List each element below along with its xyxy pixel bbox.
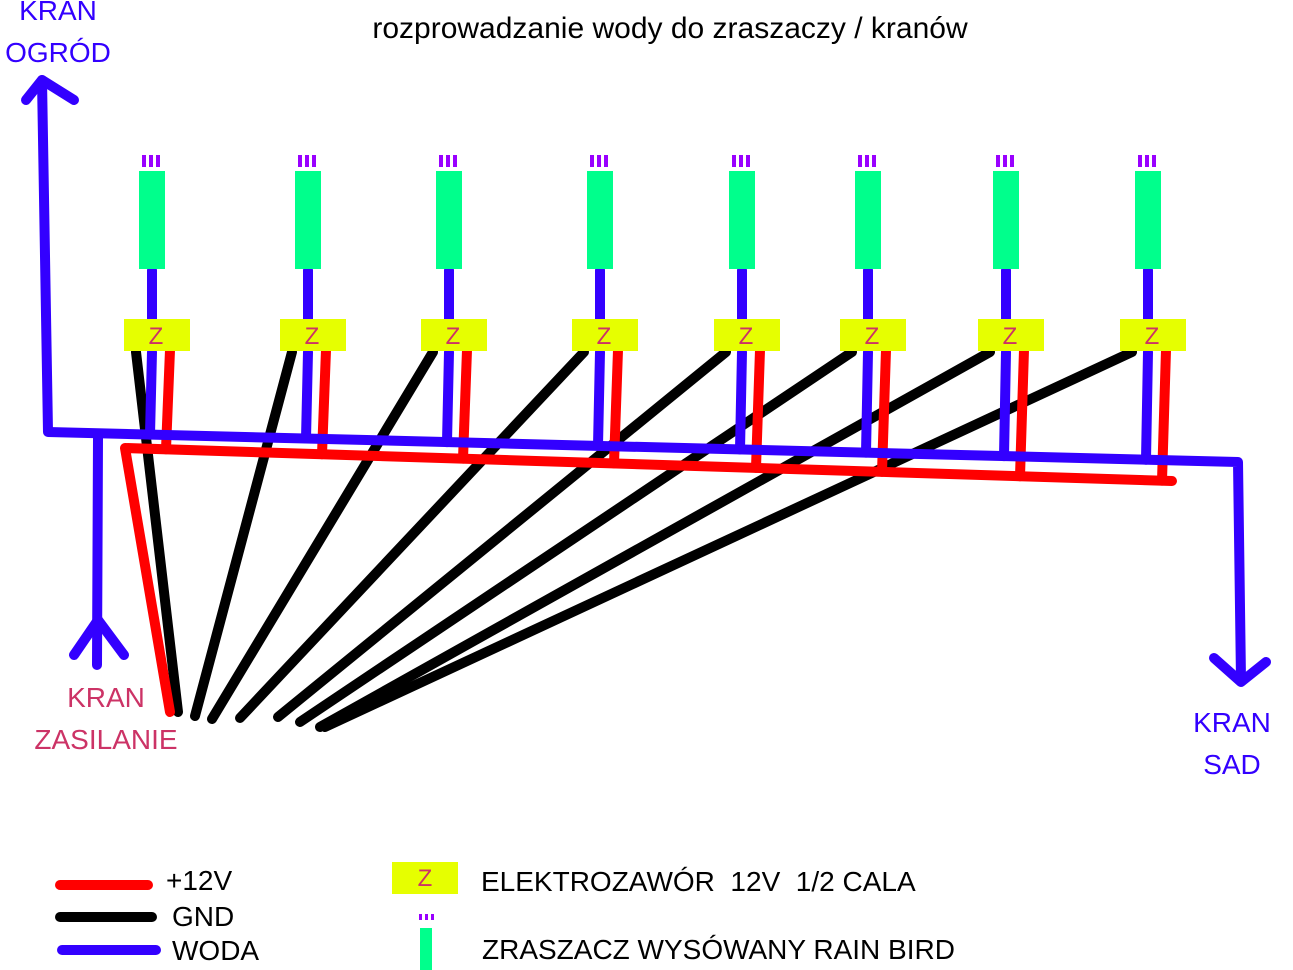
sprinkler-5 [729, 171, 755, 269]
legend-nozzle-swatch-3 [431, 914, 434, 920]
water-drop-8 [1141, 347, 1153, 465]
kran-sad-label-line1: KRAN [1193, 707, 1271, 738]
valve-letter-5: Z [739, 323, 754, 350]
sprinkler-nozzle-1-3 [156, 155, 160, 167]
sprinkler-nozzle-5-2 [739, 155, 743, 167]
valve-2 [280, 319, 346, 351]
valve-letter-2: Z [305, 323, 320, 350]
water-drop-1 [145, 347, 157, 440]
water-feed-line [92, 433, 103, 670]
water-drop-3 [442, 347, 454, 448]
legend-sprinkler-label: ZRASZACZ WYSÓWANY RAIN BIRD [482, 934, 955, 965]
power-bus [120, 443, 1177, 717]
sprinkler-nozzle-7-2 [1003, 155, 1007, 167]
gnd-wire-2 [190, 347, 297, 721]
water-drop-7 [999, 347, 1011, 462]
valve-letter-3: Z [446, 323, 461, 350]
gnd-wire-5 [273, 347, 731, 722]
valve-6 [840, 319, 906, 351]
gnd-wire-1 [131, 347, 183, 717]
gnd-wire-7 [315, 347, 995, 732]
gnd-wire-4 [235, 347, 589, 723]
kran-ogrod-label-line1: KRAN [19, 0, 97, 26]
arrow-sad-icon [1209, 653, 1271, 687]
kran-zasilanie-label-line2: ZASILANIE [34, 724, 177, 755]
water-main [37, 75, 1246, 685]
arrow-ogrod-icon [21, 75, 79, 105]
sprinkler-nozzle-2-2 [305, 155, 309, 167]
valve-letter-6: Z [865, 323, 880, 350]
sprinkler-nozzle-3-3 [453, 155, 457, 167]
sprinkler-nozzle-4-3 [604, 155, 608, 167]
sprinkler-nozzle-1-2 [149, 155, 153, 167]
legend-valve-label: ELEKTROZAWÓR 12V 1/2 CALA [481, 866, 916, 897]
sprinkler-nozzle-5-3 [746, 155, 750, 167]
legend-water-label: WODA [172, 935, 259, 966]
sprinkler-nozzle-6-1 [858, 155, 862, 167]
wires-layer [21, 75, 1271, 732]
sprinkler-nozzle-4-1 [590, 155, 594, 167]
legend-nozzle-swatch-2 [425, 914, 428, 920]
valve-letter-4: Z [597, 323, 612, 350]
sprinkler-1 [139, 171, 165, 269]
kran-zasilanie-label-line1: KRAN [67, 682, 145, 713]
sprinkler-nozzle-4-2 [597, 155, 601, 167]
valve-letter-7: Z [1003, 323, 1018, 350]
sprinkler-6 [855, 171, 881, 269]
gnd-wire-6 [295, 347, 857, 727]
valve-letter-8: Z [1145, 323, 1160, 350]
sprinkler-nozzle-8-3 [1152, 155, 1156, 167]
gnd-wire-8 [320, 347, 1137, 732]
sprinkler-nozzle-2-3 [312, 155, 316, 167]
water-drop-5 [735, 347, 747, 455]
sprinkler-nozzle-7-3 [1010, 155, 1014, 167]
gnd-wire-3 [207, 347, 438, 724]
valve-5 [714, 319, 780, 351]
legend-valve-swatch [392, 862, 458, 894]
sprinkler-3 [436, 171, 462, 269]
sprinkler-nozzle-6-3 [872, 155, 876, 167]
legend-valve-letter: Z [418, 865, 433, 892]
sprinkler-nozzle-5-1 [732, 155, 736, 167]
valve-7 [978, 319, 1044, 351]
water-drop-2 [301, 347, 313, 444]
sprinkler-4 [587, 171, 613, 269]
sprinkler-nozzle-8-1 [1138, 155, 1142, 167]
valve-8 [1120, 319, 1186, 351]
legend-nozzle-swatch-1 [419, 914, 422, 920]
diagram-title: rozprowadzanie wody do zraszaczy / kranó… [372, 12, 968, 45]
sprinkler-2 [295, 171, 321, 269]
sprinkler-8 [1135, 171, 1161, 269]
sprinkler-nozzle-2-1 [298, 155, 302, 167]
sprinkler-nozzle-8-2 [1145, 155, 1149, 167]
sprinkler-nozzle-6-2 [865, 155, 869, 167]
legend-sprinkler-swatch [420, 928, 432, 970]
valve-letter-1: Z [149, 323, 164, 350]
legend-ground-label: GND [172, 901, 234, 932]
water-drop-6 [861, 347, 873, 458]
legend: +12V GND WODA Z ELEKTROZAWÓR 12V 1/2 CAL… [55, 862, 955, 970]
sprinkler-nozzle-3-1 [439, 155, 443, 167]
legend-power-label: +12V [166, 865, 232, 896]
sprinkler-nozzle-3-2 [446, 155, 450, 167]
valve-3 [421, 319, 487, 351]
arrow-zasilanie-icon [69, 615, 129, 660]
kran-ogrod-label-line2: OGRÓD [5, 37, 111, 68]
water-drop-4 [593, 347, 605, 451]
sprinkler-nozzle-1-1 [142, 155, 146, 167]
sprinkler-7 [993, 171, 1019, 269]
sprinkler-nozzle-7-1 [996, 155, 1000, 167]
valve-4 [572, 319, 638, 351]
kran-sad-label-line2: SAD [1203, 749, 1261, 780]
valve-1 [124, 319, 190, 351]
